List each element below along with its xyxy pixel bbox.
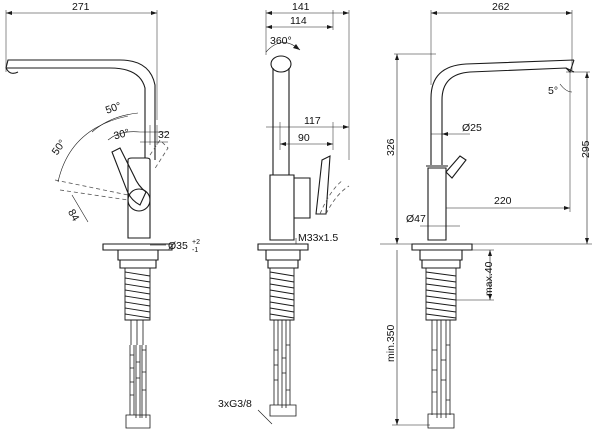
right-lever — [445, 155, 467, 179]
side-lever-117-label: 117 — [304, 115, 321, 127]
front-tol-lower: -1 — [192, 247, 198, 254]
front-handle-length-label: 84 — [65, 207, 81, 223]
side-body — [269, 174, 295, 241]
side-spout-depth-label: 114 — [290, 15, 307, 27]
right-spout — [430, 59, 575, 165]
right-height-label: 326 — [385, 138, 397, 156]
right-min-hose-label: min.350 — [385, 324, 397, 362]
front-angle-outer-label: 50° — [104, 100, 123, 117]
right-tilt-label: 5° — [548, 85, 558, 97]
right-body — [426, 165, 448, 241]
front-view: 271 50° 30° 50° 32 84 Ø35 +2 -1 — [5, 1, 200, 429]
right-spout-diameter-label: Ø25 — [462, 122, 482, 134]
side-hoses-label: 3xG3/8 — [218, 398, 252, 410]
front-width-label: 271 — [72, 1, 90, 13]
side-spout-tip — [270, 55, 292, 73]
front-handle-knob — [127, 188, 151, 212]
side-spout-column — [272, 68, 290, 175]
right-view: 262 5° Ø25 220 Ø47 326 295 — [380, 1, 592, 429]
front-mount-plate — [102, 243, 173, 251]
front-threaded-shank — [124, 268, 151, 321]
right-threaded-shank — [425, 268, 457, 321]
front-offset-label: 32 — [158, 129, 170, 141]
side-rotation-label: 360° — [270, 35, 292, 47]
front-angle-side-label: 50° — [50, 138, 69, 158]
front-tol-upper: +2 — [192, 239, 200, 246]
right-hoses — [427, 320, 455, 429]
front-hoses — [125, 320, 151, 429]
side-view: 141 114 360° 117 90 M33x1.5 — [218, 1, 350, 425]
side-hoses — [269, 320, 297, 417]
front-base-diameter-label: Ø35 — [168, 240, 188, 252]
right-width-label: 262 — [492, 1, 510, 13]
front-angle-mid-label: 30° — [112, 127, 130, 143]
right-reach-label: 220 — [494, 195, 512, 207]
side-lever — [315, 155, 331, 215]
side-depth-label: 141 — [292, 1, 310, 13]
right-max-deck-label: max.40 — [483, 261, 495, 296]
front-spout — [5, 59, 156, 120]
side-mount-plate — [257, 243, 309, 251]
side-lever-90-label: 90 — [298, 132, 310, 144]
right-spout-height-label: 295 — [580, 140, 592, 158]
side-thread-label: M33x1.5 — [298, 232, 338, 244]
right-body-diameter-label: Ø47 — [406, 213, 426, 225]
right-mount-plate — [411, 243, 473, 251]
side-threaded-shank — [269, 268, 295, 321]
